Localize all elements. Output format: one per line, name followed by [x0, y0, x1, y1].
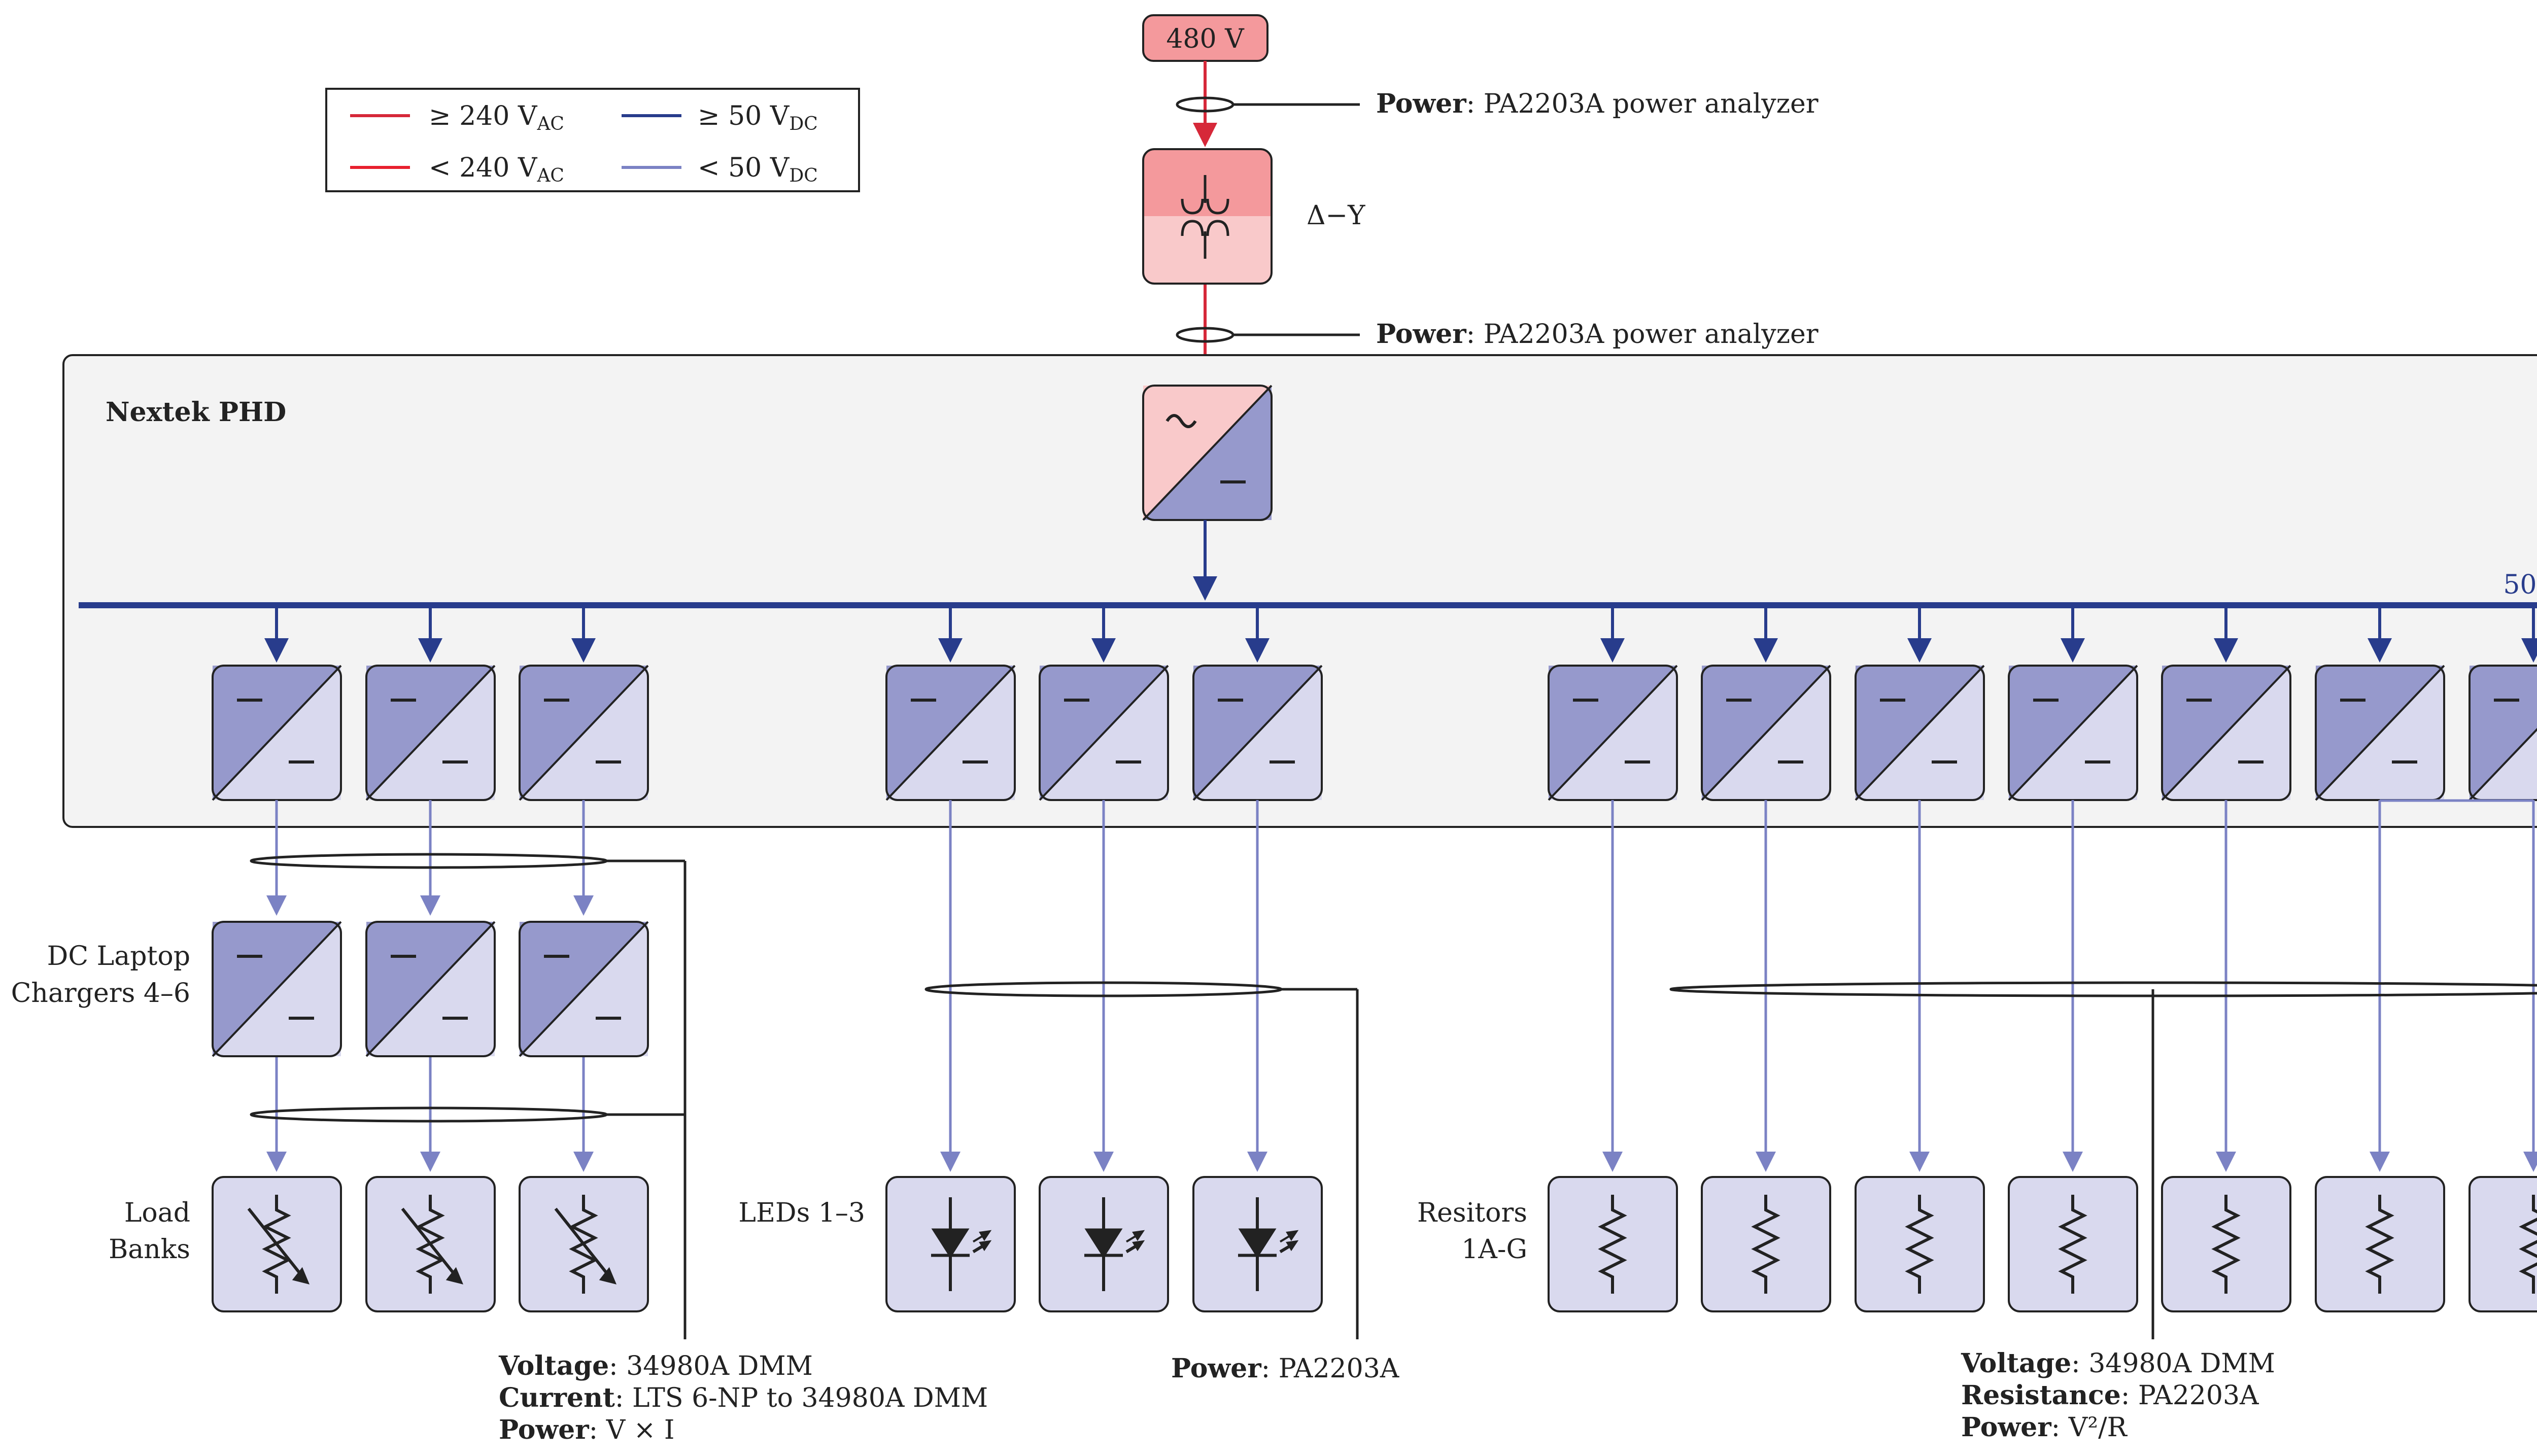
resistor-icon: [2519, 1195, 2537, 1294]
rectifier-box: [1142, 385, 1273, 521]
resistors-label-1: Resitors: [1417, 1198, 1527, 1228]
note-mid: Power: PA2203A: [1171, 1353, 1400, 1384]
variable-resistor-icon: [554, 1195, 617, 1294]
loadbank-box-1: [212, 1176, 342, 1312]
converter-7: [1548, 665, 1678, 801]
resistor-box-2: [1701, 1176, 1831, 1312]
bus-label: 50 VDC: [2503, 570, 2537, 603]
legend-ac-high: ≥ 240 VAC: [429, 101, 564, 134]
converter-13: [2469, 665, 2537, 801]
resistor-icon: [1598, 1195, 1627, 1294]
chargers-label-1: DC Laptop: [47, 941, 190, 972]
laptop-charger-4: [212, 921, 342, 1057]
resistor-icon: [2365, 1195, 2394, 1294]
led-box-1: [885, 1176, 1016, 1312]
resistor-box-3: [1855, 1176, 1985, 1312]
converter-2: [365, 665, 496, 801]
bus-arrows: [264, 605, 2537, 663]
laptop-chargers: [212, 921, 649, 1057]
note-right: Voltage: 34980A DMM Resistance: PA2203A …: [1961, 1348, 2275, 1443]
leds-label: LEDs 1–3: [738, 1198, 865, 1228]
legend-dc-low: < 50 VDC: [698, 153, 818, 186]
resistor-icon: [2211, 1195, 2241, 1294]
converter-5: [1039, 665, 1169, 801]
led-icon: [1238, 1197, 1299, 1291]
resistor-icon: [1751, 1195, 1780, 1294]
source-label: 480 V: [1166, 24, 1245, 54]
led-icon: [1084, 1197, 1145, 1291]
loadbanks-label-2: Banks: [109, 1234, 190, 1265]
panel-title: Nextek PHD: [106, 397, 286, 428]
legend-dc-high: ≥ 50 VDC: [698, 101, 818, 134]
converter-4: [885, 665, 1016, 801]
svg-text:Power: V²/R: Power: V²/R: [1961, 1412, 2128, 1443]
led-icon: [931, 1197, 992, 1291]
resistor-box-4: [2008, 1176, 2138, 1312]
note-left: Voltage: 34980A DMM Current: LTS 6-NP to…: [498, 1350, 988, 1445]
variable-resistor-icon: [401, 1195, 464, 1294]
legend: ≥ 240 VAC < 240 VAC ≥ 50 VDC < 50 VDC: [325, 88, 860, 192]
converter-10: [2008, 665, 2138, 801]
converter-6: [1192, 665, 1323, 801]
svg-text:Current: LTS 6-NP to 34980A DM: Current: LTS 6-NP to 34980A DMM: [499, 1382, 988, 1413]
loadbank-box-2: [365, 1176, 496, 1312]
ac-wave-icon: [1165, 414, 1197, 428]
resistor-box-1: [1548, 1176, 1678, 1312]
svg-text:Power: V × I: Power: V × I: [499, 1414, 674, 1445]
loadbank-box-3: [519, 1176, 649, 1312]
legend-ac-low: < 240 VAC: [429, 153, 564, 186]
resistor-box-6: [2315, 1176, 2445, 1312]
converter-12: [2315, 665, 2445, 801]
converter-3: [519, 665, 649, 801]
svg-text:Resistance: PA2203A: Resistance: PA2203A: [1961, 1380, 2259, 1411]
converter-1: [212, 665, 342, 801]
svg-text:Power: PA2203A: Power: PA2203A: [1171, 1353, 1400, 1384]
transformer-box: [1143, 149, 1272, 284]
led-box-3: [1192, 1176, 1323, 1312]
resistor-icon: [2058, 1195, 2087, 1294]
resistor-box-7: [2469, 1176, 2537, 1312]
led-box-2: [1039, 1176, 1169, 1312]
probe-bundles: [250, 853, 2537, 1339]
converter-11: [2161, 665, 2291, 801]
transformer-icon: [1181, 175, 1229, 259]
laptop-charger-5: [365, 921, 496, 1057]
converter-9: [1855, 665, 1985, 801]
resistor-box-5: [2161, 1176, 2291, 1312]
load-boxes: [212, 1176, 2537, 1312]
laptop-charger-6: [519, 921, 649, 1057]
transformer-label: Δ−Y: [1307, 200, 1365, 231]
chargers-label-2: Chargers 4–6: [11, 978, 190, 1009]
converter-8: [1701, 665, 1831, 801]
resistor-icon: [1905, 1195, 1934, 1294]
resistors-label-2: 1A-G: [1461, 1234, 1527, 1265]
svg-text:Voltage: 34980A DMM: Voltage: 34980A DMM: [1961, 1348, 2275, 1379]
loadbanks-label-1: Load: [124, 1198, 190, 1228]
measurement-top: Power: PA2203A power analyzer: [1376, 88, 1819, 119]
svg-text:Voltage: 34980A DMM: Voltage: 34980A DMM: [498, 1350, 813, 1381]
variable-resistor-icon: [247, 1195, 310, 1294]
measurement-mid: Power: PA2203A power analyzer: [1376, 319, 1819, 350]
dc-dc-converters: [212, 665, 2537, 801]
